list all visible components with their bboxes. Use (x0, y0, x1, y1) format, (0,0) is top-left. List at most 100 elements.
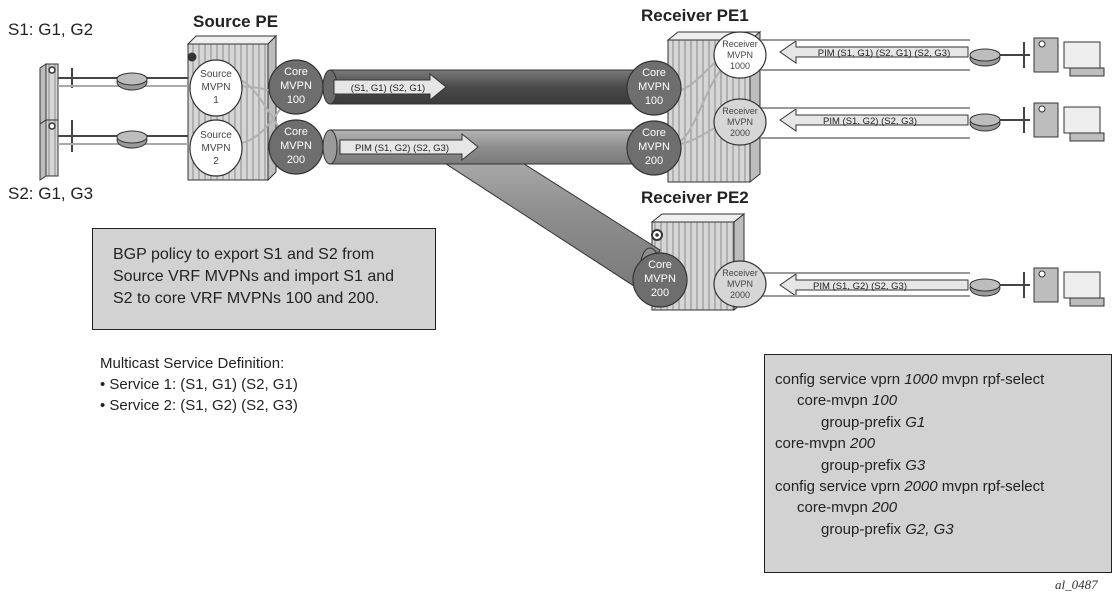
node-label: 1 (213, 95, 219, 106)
arrow-receiver-pe1-bottom (779, 108, 969, 132)
node-label: Source (200, 69, 232, 80)
config-value: 200 (872, 499, 898, 517)
config-value: 2000 (904, 478, 938, 496)
core-mvpn-200-source: Core MVPN 200 (268, 119, 324, 175)
s2-groups-label: S2: G1, G3 (8, 184, 94, 203)
s1-groups-label: S1: G1, G2 (8, 20, 94, 39)
node-label: 2000 (730, 290, 750, 300)
node-label: MVPN (202, 143, 231, 154)
config-text: group-prefix (821, 413, 906, 431)
node-label: 1000 (730, 61, 750, 71)
arrow-label: PIM (S1, G2) (S2, G3) (813, 281, 907, 292)
node-label: 200 (287, 154, 305, 166)
node-label: MVPN (638, 81, 670, 93)
config-value: G1 (905, 413, 926, 431)
config-line: config service vprn 2000 mvpn rpf-select (775, 476, 1101, 497)
node-label: 2000 (730, 128, 750, 138)
core-mvpn-100-receiver-pe1: Core MVPN 100 (626, 60, 682, 116)
node-label: Core (284, 66, 308, 78)
receiver-pe2-title: Receiver PE2 (641, 188, 749, 207)
config-line: group-prefix G3 (775, 455, 1101, 476)
node-label: Receiver (722, 39, 758, 49)
receiver-mvpn-2000-pe2: Receiver MVPN 2000 (713, 260, 767, 308)
source-mvpn-1: Source MVPN 1 (189, 59, 243, 117)
bgp-policy-box: BGP policy to export S1 and S2 from Sour… (92, 228, 436, 330)
node-label: Core (642, 127, 666, 139)
node-label: MVPN (202, 82, 231, 93)
core-mvpn-100-source: Core MVPN 100 (268, 59, 324, 115)
host-computer-icon (1033, 37, 1105, 77)
node-label: Receiver (722, 106, 758, 116)
router-icon (116, 72, 148, 91)
node-label: 2 (213, 156, 219, 167)
node-label: 200 (651, 287, 669, 299)
source-server-s1 (39, 63, 59, 125)
router-icon (969, 48, 1001, 67)
policy-line: BGP policy to export S1 and S2 from (113, 246, 375, 263)
policy-line: S2 to core VRF MVPNs 100 and 200. (113, 290, 379, 307)
receiver-pe1-title: Receiver PE1 (641, 6, 749, 25)
config-text: mvpn rpf-select (937, 371, 1045, 388)
host-computer-icon (1033, 267, 1105, 307)
arrow-label: PIM (S1, G1) (S2, G1) (S2, G3) (818, 48, 951, 59)
arrow-tunnel-100 (333, 72, 447, 102)
arrow-label: (S1, G1) (S2, G1) (351, 83, 425, 94)
config-line: group-prefix G1 (775, 412, 1101, 433)
node-label: Core (284, 126, 308, 138)
config-box: config service vprn 1000 mvpn rpf-select… (764, 354, 1112, 573)
service-definition-title: Multicast Service Definition: (100, 355, 285, 372)
node-label: Receiver (722, 268, 758, 278)
router-icon (116, 130, 148, 149)
config-value: 1000 (904, 371, 938, 388)
node-label: 100 (645, 95, 663, 107)
figure-id: al_0487 (1055, 577, 1098, 592)
core-mvpn-200-receiver-pe2: Core MVPN 200 (632, 252, 688, 308)
node-label: MVPN (280, 140, 312, 152)
arrow-receiver-pe1-top (779, 40, 969, 64)
arrow-tunnel-200 (339, 132, 479, 162)
source-mvpn-2: Source MVPN 2 (189, 119, 243, 177)
config-text: core-mvpn (775, 435, 851, 453)
node-label: MVPN (727, 50, 753, 60)
source-pe-title: Source PE (193, 12, 279, 31)
node-label: MVPN (727, 117, 753, 127)
source-server-s2 (39, 119, 59, 181)
service-item: • Service 1: (S1, G1) (S2, G1) (100, 376, 298, 393)
router-icon (969, 278, 1001, 297)
config-text: core-mvpn (797, 499, 873, 517)
config-line: group-prefix G2, G3 (775, 519, 1101, 540)
config-line: core-mvpn 200 (775, 433, 1101, 454)
config-value: 200 (850, 435, 876, 453)
config-line: core-mvpn 100 (775, 390, 1101, 411)
core-mvpn-200-receiver-pe1: Core MVPN 200 (626, 120, 682, 176)
host-computer-icon (1033, 102, 1105, 142)
node-label: Core (642, 67, 666, 79)
config-text: group-prefix (821, 520, 906, 538)
receiver-mvpn-1000: Receiver MVPN 1000 (713, 31, 767, 79)
config-text: group-prefix (821, 456, 906, 474)
router-icon (969, 113, 1001, 132)
node-label: MVPN (727, 279, 753, 289)
policy-line: Source VRF MVPNs and import S1 and (113, 268, 395, 285)
node-label: 100 (287, 94, 305, 106)
config-value: G3 (905, 456, 926, 474)
service-definition: Multicast Service Definition: • Service … (100, 353, 298, 416)
service-item: • Service 2: (S1, G2) (S2, G3) (100, 397, 298, 414)
config-value: 100 (872, 392, 898, 410)
config-text: config service vprn (775, 478, 905, 496)
node-label: MVPN (638, 141, 670, 153)
config-text: core-mvpn (797, 392, 873, 410)
node-label: 200 (645, 155, 663, 167)
arrow-label: PIM (S1, G2) (S2, G3) (823, 116, 917, 127)
node-label: Core (648, 259, 672, 271)
config-value: G2, G3 (905, 520, 954, 538)
node-label: MVPN (644, 273, 676, 285)
node-label: MVPN (280, 80, 312, 92)
config-text: mvpn rpf-select (937, 478, 1045, 496)
arrow-label: PIM (S1, G2) (S2, G3) (355, 143, 449, 154)
node-label: Source (200, 130, 232, 141)
config-line: config service vprn 1000 mvpn rpf-select (775, 369, 1101, 390)
config-text: config service vprn (775, 371, 905, 388)
receiver-host-links (1000, 42, 1030, 298)
